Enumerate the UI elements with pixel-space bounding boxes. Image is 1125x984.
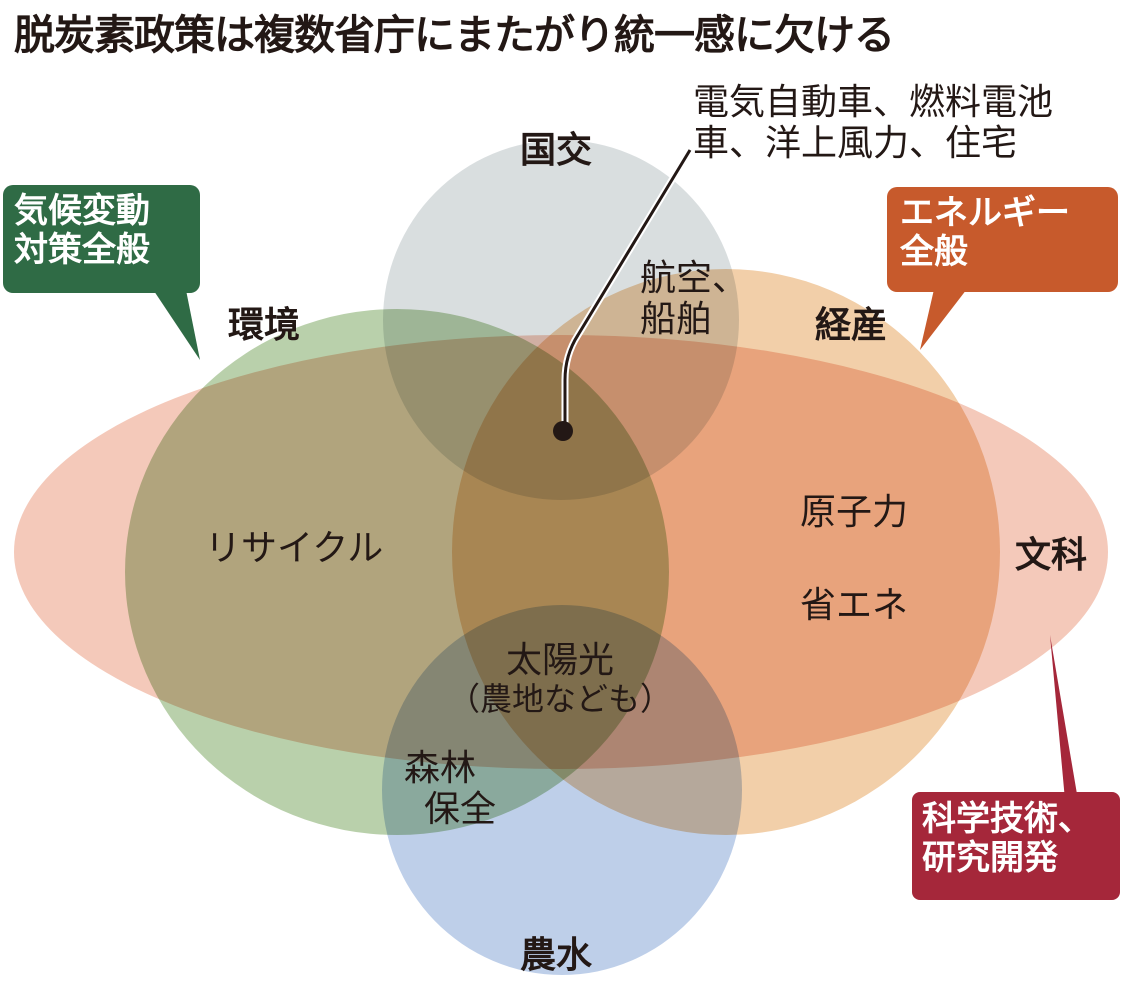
climate-line2: 対策全般 xyxy=(14,230,150,271)
climate-callout-box xyxy=(3,185,200,293)
aviation-line1: 航空、 xyxy=(640,258,749,299)
aviation-line2: 船舶 xyxy=(640,299,713,341)
label-kokko: 国交 xyxy=(520,130,593,171)
center-note-line1: 電気自動車、燃料電池 xyxy=(693,82,1054,123)
region-aviation: 航空、 船舶 xyxy=(640,258,748,341)
forest-line1: 森林 xyxy=(403,748,476,789)
solar-line2: （農地なども） xyxy=(447,680,672,719)
center-note: 電気自動車、燃料電池 車、洋上風力、住宅 xyxy=(693,82,1053,165)
region-recycle: リサイクル xyxy=(205,528,384,569)
region-solar: 太陽光 （農地なども） xyxy=(440,640,680,718)
solar-line1: 太陽光 xyxy=(505,640,614,681)
science-line2: 研究開発 xyxy=(922,838,1058,879)
label-nosui: 農水 xyxy=(520,935,593,976)
region-nuclear: 原子力 xyxy=(800,492,909,533)
center-note-line2: 車、洋上風力、住宅 xyxy=(693,123,1018,165)
kokko-circle xyxy=(383,140,739,500)
label-kankyo: 環境 xyxy=(228,305,301,346)
label-monka: 文科 xyxy=(1015,535,1088,576)
label-keisan: 経産 xyxy=(815,305,888,346)
science-callout-tail xyxy=(1050,635,1078,800)
science-callout-text: 科学技術、 研究開発 xyxy=(922,799,1092,879)
energy-callout-text: エネルギー 全般 xyxy=(900,193,1070,273)
region-energy-saving: 省エネ xyxy=(800,585,909,626)
climate-callout-tail xyxy=(150,285,200,360)
nosui-circle xyxy=(382,605,742,975)
leader-dot xyxy=(553,421,573,441)
energy-callout-box xyxy=(887,187,1118,292)
page-title: 脱炭素政策は複数省庁にまたがり統一感に欠ける xyxy=(14,11,895,59)
energy-line1: エネルギー xyxy=(900,193,1070,233)
energy-line2: 全般 xyxy=(900,232,968,273)
climate-line1: 気候変動 xyxy=(14,191,150,231)
leader-line xyxy=(563,149,692,430)
climate-callout-text: 気候変動 対策全般 xyxy=(14,191,150,271)
forest-line2: 保全 xyxy=(423,789,496,831)
region-forest: 森林 保全 xyxy=(370,748,510,831)
science-line1: 科学技術、 xyxy=(922,799,1092,839)
science-callout-box xyxy=(912,792,1120,900)
energy-callout-tail xyxy=(920,285,970,350)
